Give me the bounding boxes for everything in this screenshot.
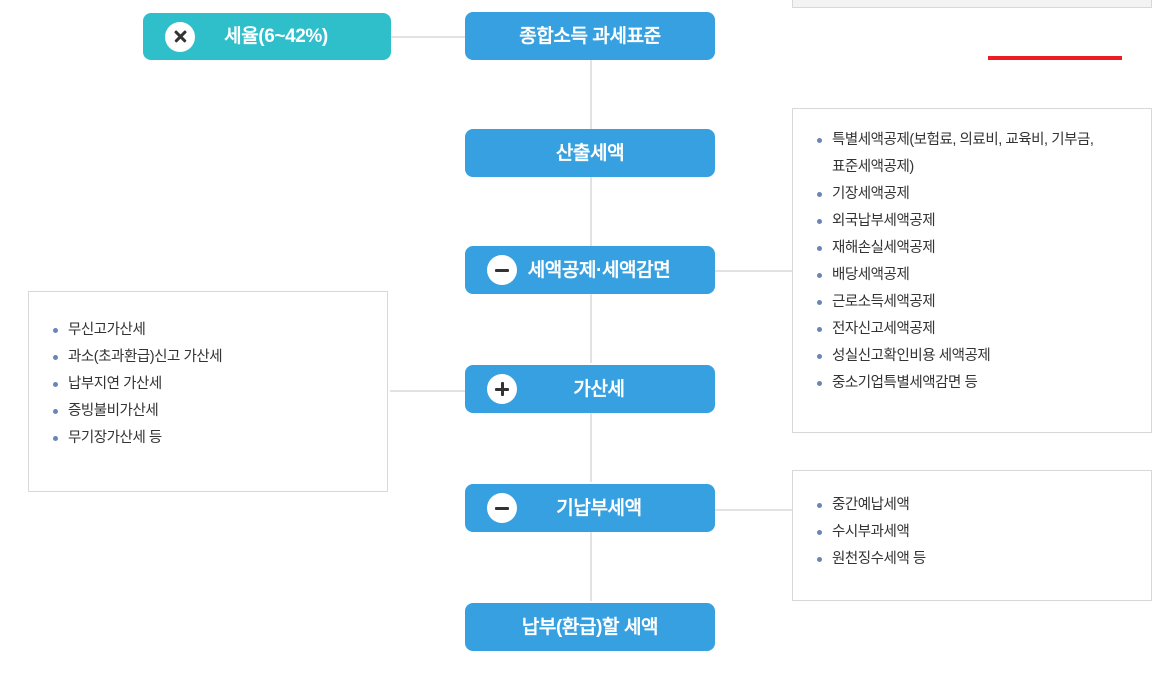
step-prepaid-tax[interactable]: 기납부세액: [465, 484, 715, 532]
step-prepaid-tax-label: 기납부세액: [556, 497, 642, 519]
step-calculated-tax[interactable]: 산출세액: [465, 129, 1095, 177]
list-item: 중소기업특별세액감면 등: [817, 370, 1135, 397]
list-item: 과소(초과환급)신고 가산세: [53, 344, 371, 371]
step-penalty-tax[interactable]: 가산세: [465, 365, 715, 413]
clipped-panel-top: [792, 0, 1152, 8]
list-item: 성실신고확인비용 세액공제: [817, 343, 1135, 370]
connector-rate-to-taxbase: [391, 36, 467, 38]
step-final-tax[interactable]: 납부(환급)할 세액: [465, 603, 715, 651]
connector-calctax-to-credit: [590, 177, 592, 246]
connector-credit-to-panel: [715, 270, 794, 272]
rate-box[interactable]: 세율(6~42%): [143, 13, 391, 60]
list-item: 근로소득세액공제: [817, 289, 1135, 316]
connector-prepaid-to-panel: [715, 509, 794, 511]
step-tax-base-label: 종합소득 과세표준: [519, 25, 661, 47]
rate-box-label: 세율(6~42%): [224, 26, 328, 47]
step-penalty-tax-label: 가산세: [573, 378, 625, 400]
tax-credit-panel: 특별세액공제(보험료, 의료비, 교육비, 기부금, 표준세액공제) 기장세액공…: [792, 108, 1152, 433]
multiply-icon: [165, 21, 195, 52]
step-tax-credit-reduction-label: 세액공제·세액감면: [527, 259, 671, 281]
prepaid-panel: 중간예납세액 수시부과세액 원천징수세액 등: [792, 470, 1152, 601]
connector-taxbase-to-calctax: [590, 60, 592, 129]
minus-icon: [487, 493, 517, 523]
tax-credit-list: 특별세액공제(보험료, 의료비, 교육비, 기부금, 표준세액공제) 기장세액공…: [793, 109, 1151, 397]
tax-base-underline: [988, 56, 1122, 60]
list-item: 배당세액공제: [817, 262, 1135, 289]
plus-icon: [487, 374, 517, 404]
list-item: 원천징수세액 등: [817, 546, 1135, 573]
list-item: 수시부과세액: [817, 519, 1135, 546]
prepaid-list: 중간예납세액 수시부과세액 원천징수세액 등: [793, 471, 1151, 573]
step-calculated-tax-label: 산출세액: [555, 142, 625, 164]
list-item: 기장세액공제: [817, 181, 1135, 208]
list-item: 납부지연 가산세: [53, 371, 371, 398]
minus-icon: [487, 255, 517, 285]
connector-credit-to-penalty: [590, 294, 592, 363]
step-tax-credit-reduction[interactable]: 세액공제·세액감면: [465, 246, 715, 294]
list-item: 무기장가산세 등: [53, 425, 371, 452]
list-item: 중간예납세액: [817, 492, 1135, 519]
list-item: 외국납부세액공제: [817, 208, 1135, 235]
connector-penalty-to-panel: [390, 390, 467, 392]
step-final-tax-label: 납부(환급)할 세액: [521, 616, 659, 638]
list-item: 증빙불비가산세: [53, 398, 371, 425]
list-item: 무신고가산세: [53, 317, 371, 344]
penalty-panel: 무신고가산세 과소(초과환급)신고 가산세 납부지연 가산세 증빙불비가산세 무…: [28, 291, 388, 492]
connector-penalty-to-prepaid: [590, 413, 592, 482]
list-item: 전자신고세액공제: [817, 316, 1135, 343]
connector-prepaid-to-final: [590, 532, 592, 601]
penalty-list: 무신고가산세 과소(초과환급)신고 가산세 납부지연 가산세 증빙불비가산세 무…: [29, 292, 387, 452]
list-item: 특별세액공제(보험료, 의료비, 교육비, 기부금, 표준세액공제): [817, 127, 1135, 181]
step-tax-base[interactable]: 종합소득 과세표준: [465, 12, 1122, 60]
list-item: 재해손실세액공제: [817, 235, 1135, 262]
